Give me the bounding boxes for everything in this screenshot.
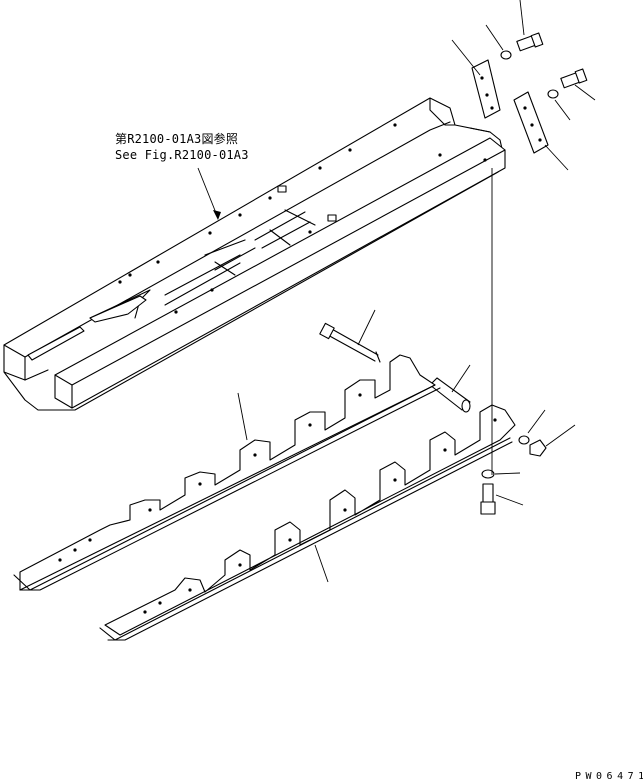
reference-en-text: See Fig.R2100-01A3 (115, 148, 249, 162)
sleeve (429, 377, 471, 413)
bolt-bottom (480, 483, 496, 515)
nut-right (529, 439, 547, 457)
end-bracket-right (513, 91, 549, 154)
end-bracket-left (471, 59, 501, 119)
track-guard-upper (13, 354, 441, 591)
drawing-code: PW06471 (575, 771, 643, 782)
frame-inner-beam (54, 137, 506, 409)
leader-lines (197, 0, 596, 583)
washer-right (518, 435, 530, 445)
top-bolt-2 (547, 68, 588, 99)
track-frame (3, 97, 506, 411)
long-bolt (319, 322, 381, 363)
washer-bottom (481, 469, 495, 479)
track-guard-lower (99, 404, 516, 641)
reference-jp-text: 第R2100-01A3図参照 (115, 131, 238, 146)
top-bolt-1 (500, 32, 544, 60)
